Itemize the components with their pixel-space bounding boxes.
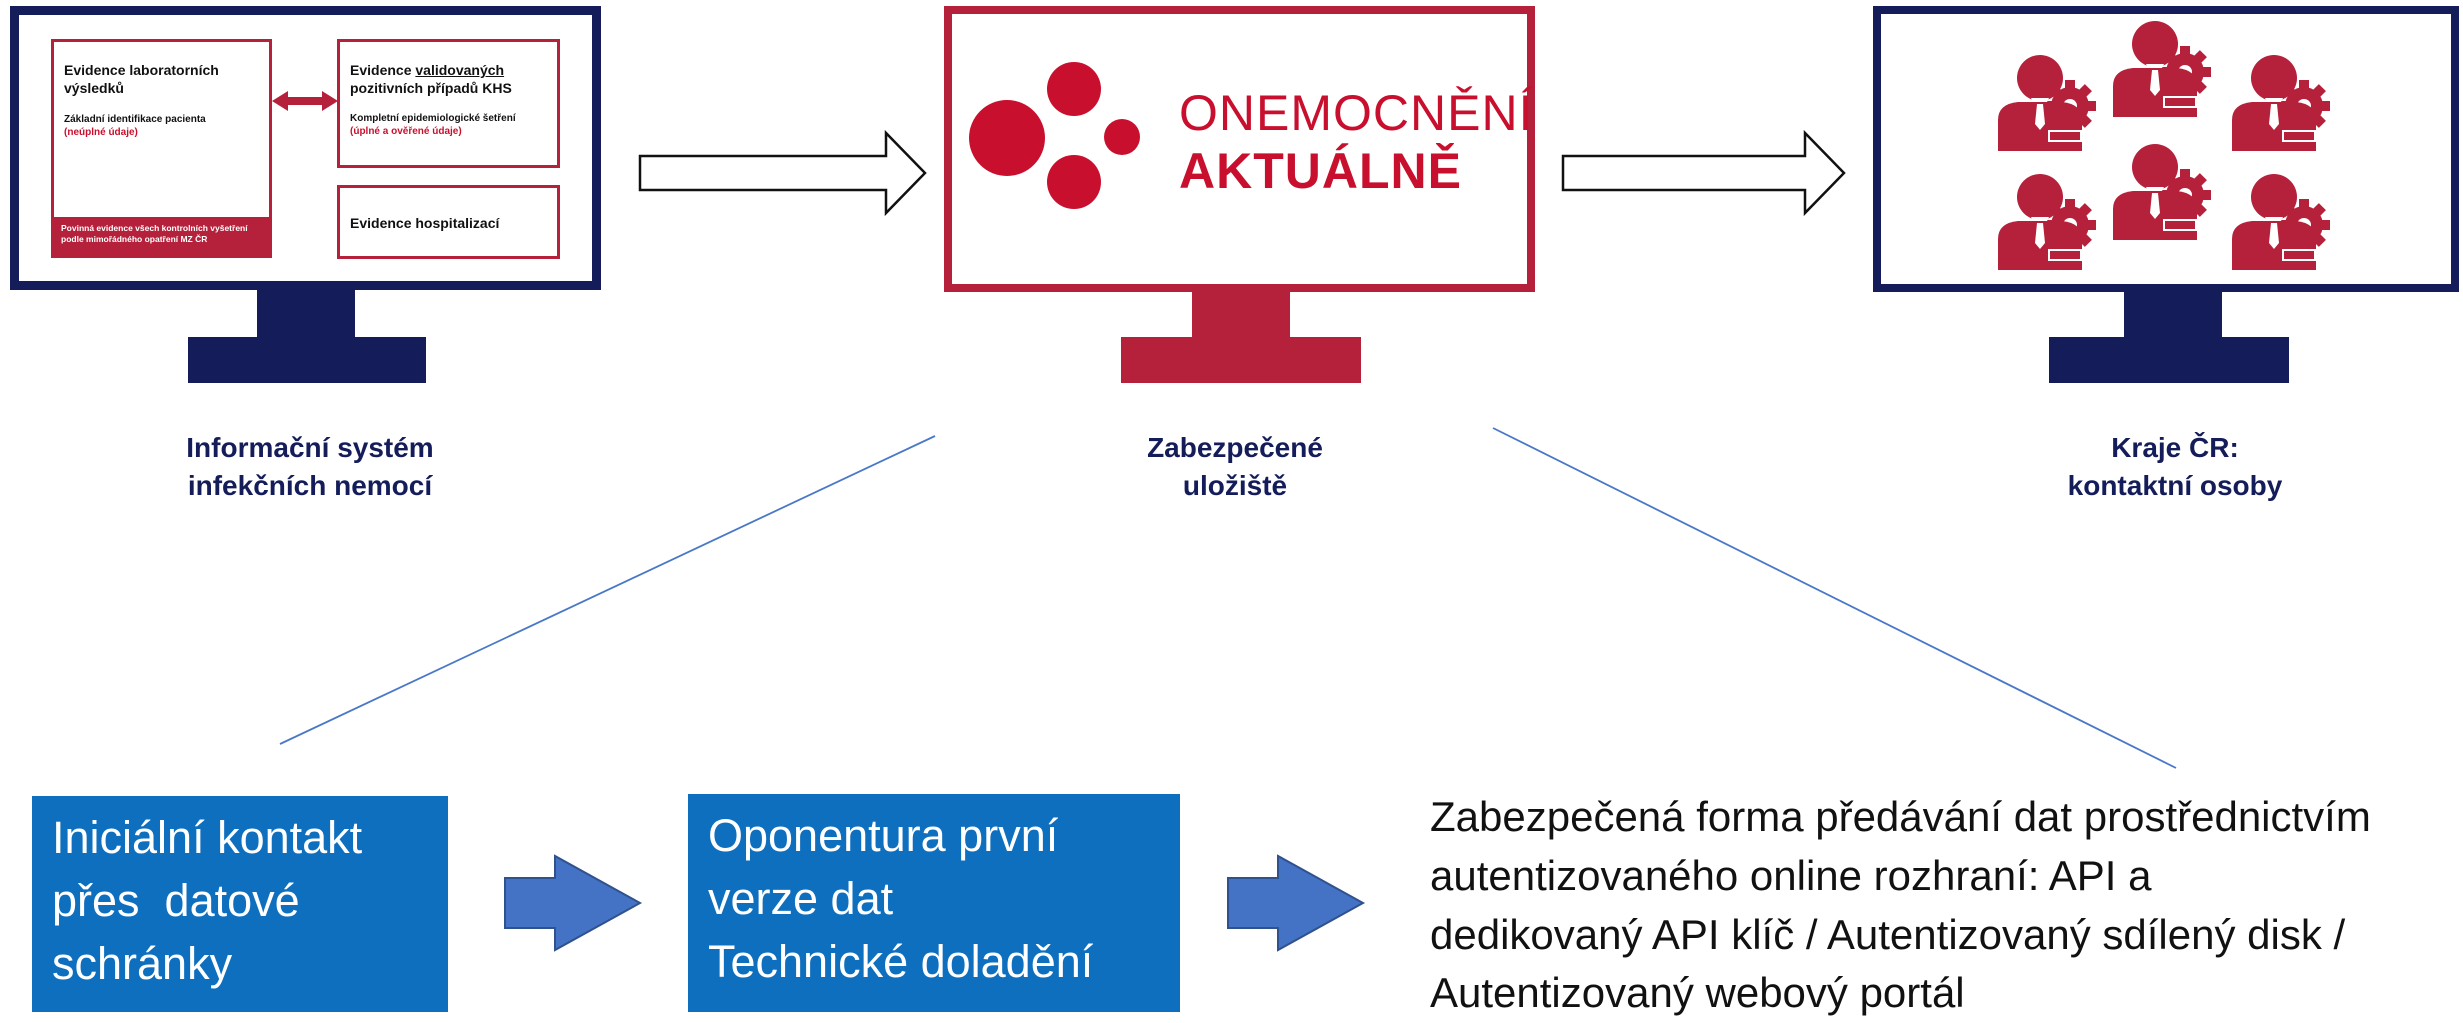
arrow-right-icon bbox=[1561, 129, 1846, 217]
contact-persons-icon bbox=[1998, 21, 2330, 270]
process-step-initial-contact: Iniciální kontakt přes datové schránky bbox=[32, 796, 448, 1012]
connector-line-left bbox=[279, 435, 936, 745]
lab-results-box: Evidence laboratorních výsledků Základní… bbox=[51, 39, 272, 258]
logo-text-line2: AKTUÁLNĚ bbox=[1179, 143, 1462, 199]
validated-cases-title: Evidence validovaných pozitivních případ… bbox=[350, 62, 512, 96]
validated-cases-box: Evidence validovaných pozitivních případ… bbox=[337, 39, 560, 168]
process-step-secure-transfer: Zabezpečená forma předávání dat prostřed… bbox=[1430, 793, 2371, 1017]
arrow-right-icon bbox=[638, 129, 927, 217]
monitor-center-stand bbox=[1192, 291, 1290, 339]
lab-results-footer: Povinná evidence všech kontrolních vyšet… bbox=[54, 217, 269, 255]
double-arrow-icon bbox=[272, 91, 338, 111]
monitor-right-base bbox=[2049, 337, 2289, 383]
caption-regions-contacts: Kraje ČR: kontaktní osoby bbox=[2067, 432, 2283, 501]
logo-circles-icon bbox=[969, 62, 1140, 209]
monitor-left-stand bbox=[257, 290, 355, 338]
monitor-left-base bbox=[188, 337, 426, 383]
caption-secure-storage: Zabezpečené uložiště bbox=[1147, 432, 1323, 501]
validated-cases-subtitle: Kompletní epidemiologické šetření (úplné… bbox=[350, 113, 516, 137]
monitor-right-stand bbox=[2124, 291, 2222, 339]
hospitalization-box: Evidence hospitalizací bbox=[337, 185, 560, 259]
process-arrow-icon bbox=[504, 854, 643, 952]
lab-results-title: Evidence laboratorních výsledků bbox=[64, 62, 219, 96]
connector-line-right bbox=[1492, 427, 2177, 769]
hospitalization-title: Evidence hospitalizací bbox=[350, 215, 500, 231]
process-arrow-icon bbox=[1227, 854, 1366, 952]
caption-infection-system: Informační systém infekčních nemocí bbox=[186, 432, 434, 501]
logo-text-line1: ONEMOCNĚNÍ bbox=[1179, 85, 1534, 141]
monitor-center-base bbox=[1121, 337, 1361, 383]
process-step-review: Oponentura první verze dat Technické dol… bbox=[688, 794, 1180, 1012]
lab-results-subtitle: Základní identifikace pacienta (neúplné … bbox=[64, 114, 206, 138]
